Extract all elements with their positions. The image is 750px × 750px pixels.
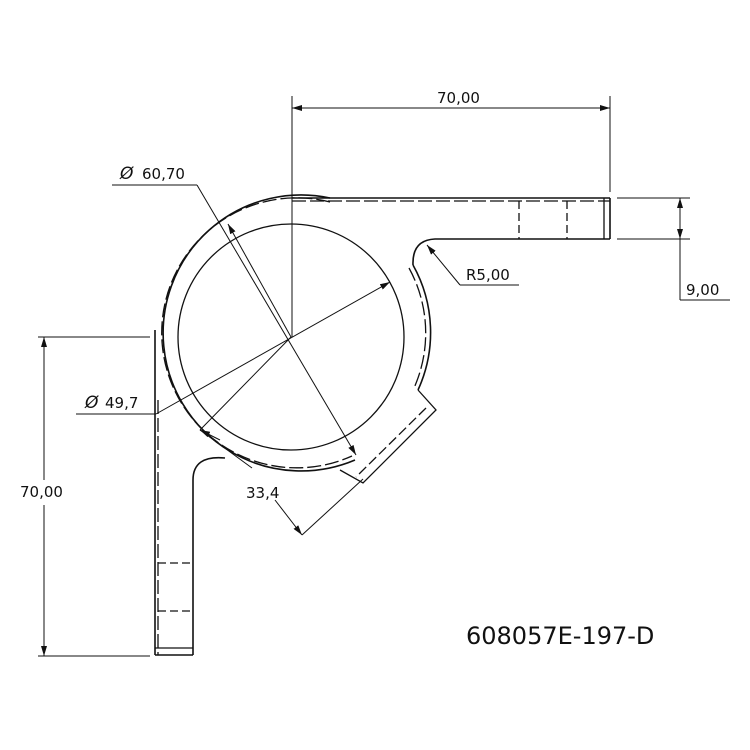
dim-tab-thickness: 9,00 [686,281,720,299]
part-number: 608057E-197-D [466,622,655,650]
dim-inner-diameter: 49,7 [105,394,139,412]
outer-ring [162,194,356,472]
dim-chord: 33,4 [246,484,280,502]
inner-circle [177,223,405,451]
dim-bend-radius: R5,00 [466,266,510,284]
dim-inner-diameter-symbol: Ø [85,393,99,413]
dim-left-height: 70,00 [20,483,63,501]
dim-top-width: 70,00 [437,89,480,107]
dim-outer-diameter-symbol: Ø [120,164,134,184]
dim-outer-diameter: 60,70 [142,165,185,183]
